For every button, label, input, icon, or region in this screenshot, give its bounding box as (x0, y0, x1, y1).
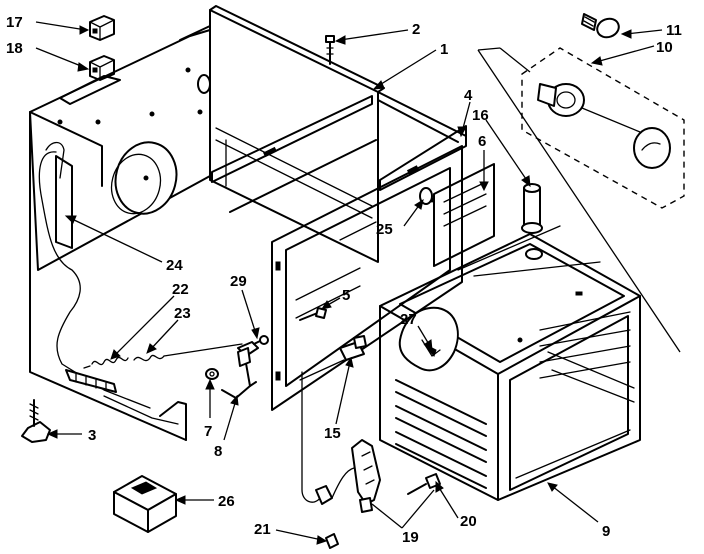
callout-7: 7 (204, 423, 212, 440)
wire-19 (301, 371, 381, 513)
callout-3: 3 (88, 427, 96, 444)
callout-25: 25 (376, 221, 393, 238)
callout-5: 5 (342, 287, 350, 304)
callout-29: 29 (230, 273, 247, 290)
terminal-block-26 (113, 475, 177, 533)
callout-10: 10 (656, 39, 673, 56)
screw-2 (325, 35, 335, 65)
screw-5 (299, 307, 327, 321)
callout-4: 4 (464, 87, 473, 104)
link-rod-23 (133, 343, 243, 362)
oven-light-assembly-10 (521, 47, 685, 209)
callout-27: 27 (400, 311, 417, 328)
callout-24: 24 (166, 257, 183, 274)
callout-18: 18 (6, 40, 23, 57)
callout-20: 20 (460, 513, 477, 530)
callout-1: 1 (440, 41, 448, 58)
clip-17 (89, 15, 115, 41)
callout-19: 19 (402, 529, 419, 546)
oven-cavity-9 (379, 225, 641, 501)
bracket-15 (339, 335, 367, 361)
left-side-panel (29, 29, 211, 441)
screw-20 (407, 473, 441, 495)
bracket-6 (433, 163, 495, 267)
cabinet-frame-1 (179, 5, 467, 263)
callout-17: 17 (6, 14, 23, 31)
callout-22: 22 (172, 281, 189, 298)
callout-labels: 17 18 2 1 11 10 4 16 6 25 24 22 23 29 5 … (6, 14, 682, 546)
leader-lines (35, 21, 681, 545)
spring-22 (83, 356, 129, 369)
screw-21 (325, 533, 339, 549)
callout-21: 21 (254, 521, 271, 538)
vent-tube-16 (521, 183, 543, 234)
leveling-leg-3 (21, 399, 51, 443)
callout-11: 11 (666, 22, 682, 39)
callout-8: 8 (214, 443, 222, 460)
bracket-8 (221, 347, 257, 399)
callout-16: 16 (472, 107, 489, 124)
callout-9: 9 (602, 523, 610, 540)
light-bulb-11 (581, 13, 620, 39)
washer-7 (205, 368, 219, 380)
element-27 (398, 306, 459, 372)
callout-6: 6 (478, 133, 486, 150)
wire-harness-24 (38, 141, 151, 409)
callout-2: 2 (412, 21, 420, 38)
callout-26: 26 (218, 493, 235, 510)
callout-15: 15 (324, 425, 341, 442)
callout-23: 23 (174, 305, 191, 322)
